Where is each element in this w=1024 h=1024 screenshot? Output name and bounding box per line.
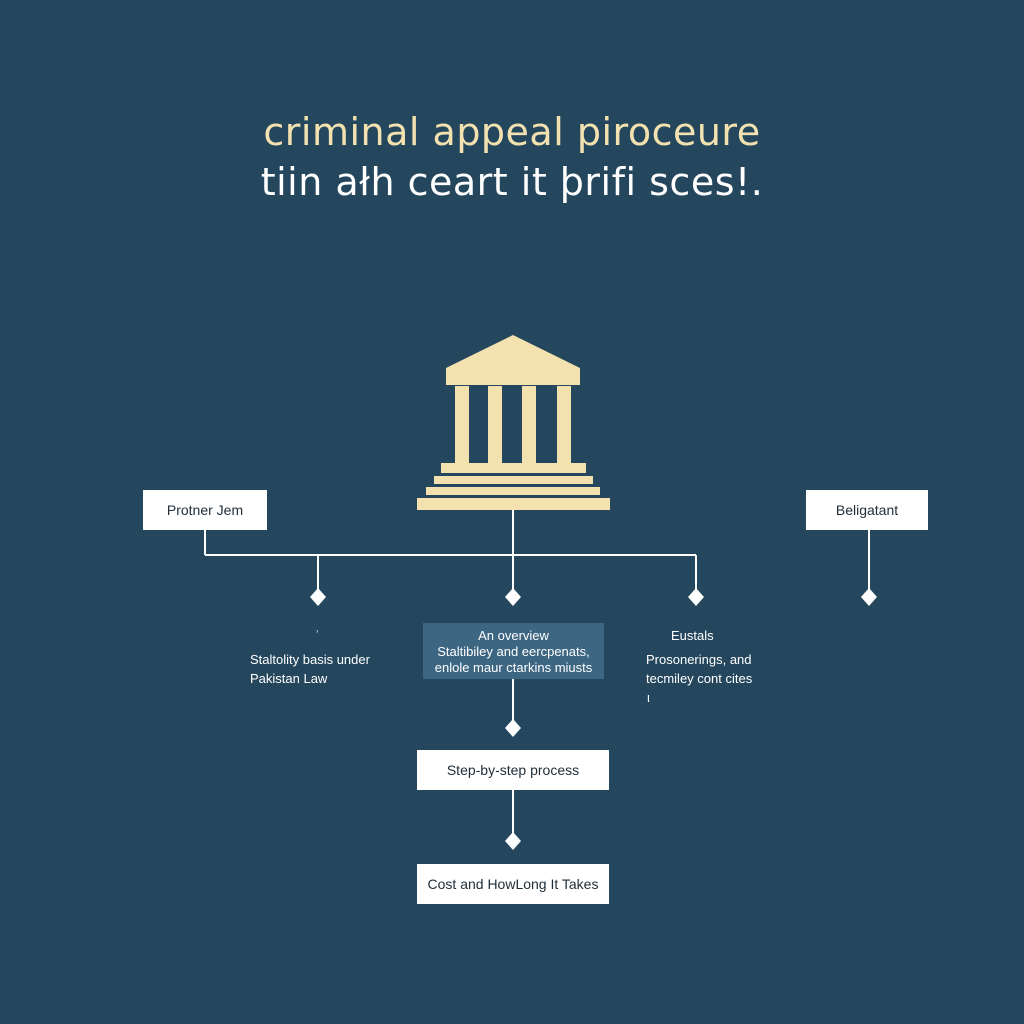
step-by-step-node: Step-by-step process [417,750,609,790]
diamond-marker [505,719,521,737]
right-branch-heading: Eustals [671,628,714,643]
right-branch-line: Prosonerings, and [646,652,752,667]
right-branch-text: Prosonerings, and tecmiley cont cites [646,650,752,688]
connector-lines [204,510,870,835]
left-branch-line: Staltolity basis under [250,652,370,667]
diamond-marker [505,832,521,850]
courthouse-icon [417,335,610,510]
left-branch-tick: ʾ [315,628,320,643]
overview-line: enlole maur ctarkins miusts [434,660,593,675]
left-branch-line: Pakistan Law [250,671,328,686]
connector-diamonds [310,588,877,850]
overview-node: An overview Staltibiley and eercpenats, … [423,623,604,679]
right-branch-line: tecmiley cont cites [646,671,753,686]
overview-line: Staltibiley and eercpenats, [437,644,590,659]
diamond-marker [861,588,877,606]
cost-node: Cost and HowLong It Takes [417,864,609,904]
right-node-box: Beligatant [806,490,928,530]
diamond-marker [505,588,521,606]
left-branch-text: Staltolity basis under Pakistan Law [250,650,370,688]
diamond-marker [310,588,326,606]
title-line-2: tiin ałh ceart it þrifi sces!. [260,160,764,204]
diamond-marker [688,588,704,606]
overview-heading: An overview [478,628,549,643]
left-node-box: Protner Jem [143,490,267,530]
right-branch-tick: ι [647,690,650,705]
title-line-1: criminal appeal piroceure [263,110,761,154]
